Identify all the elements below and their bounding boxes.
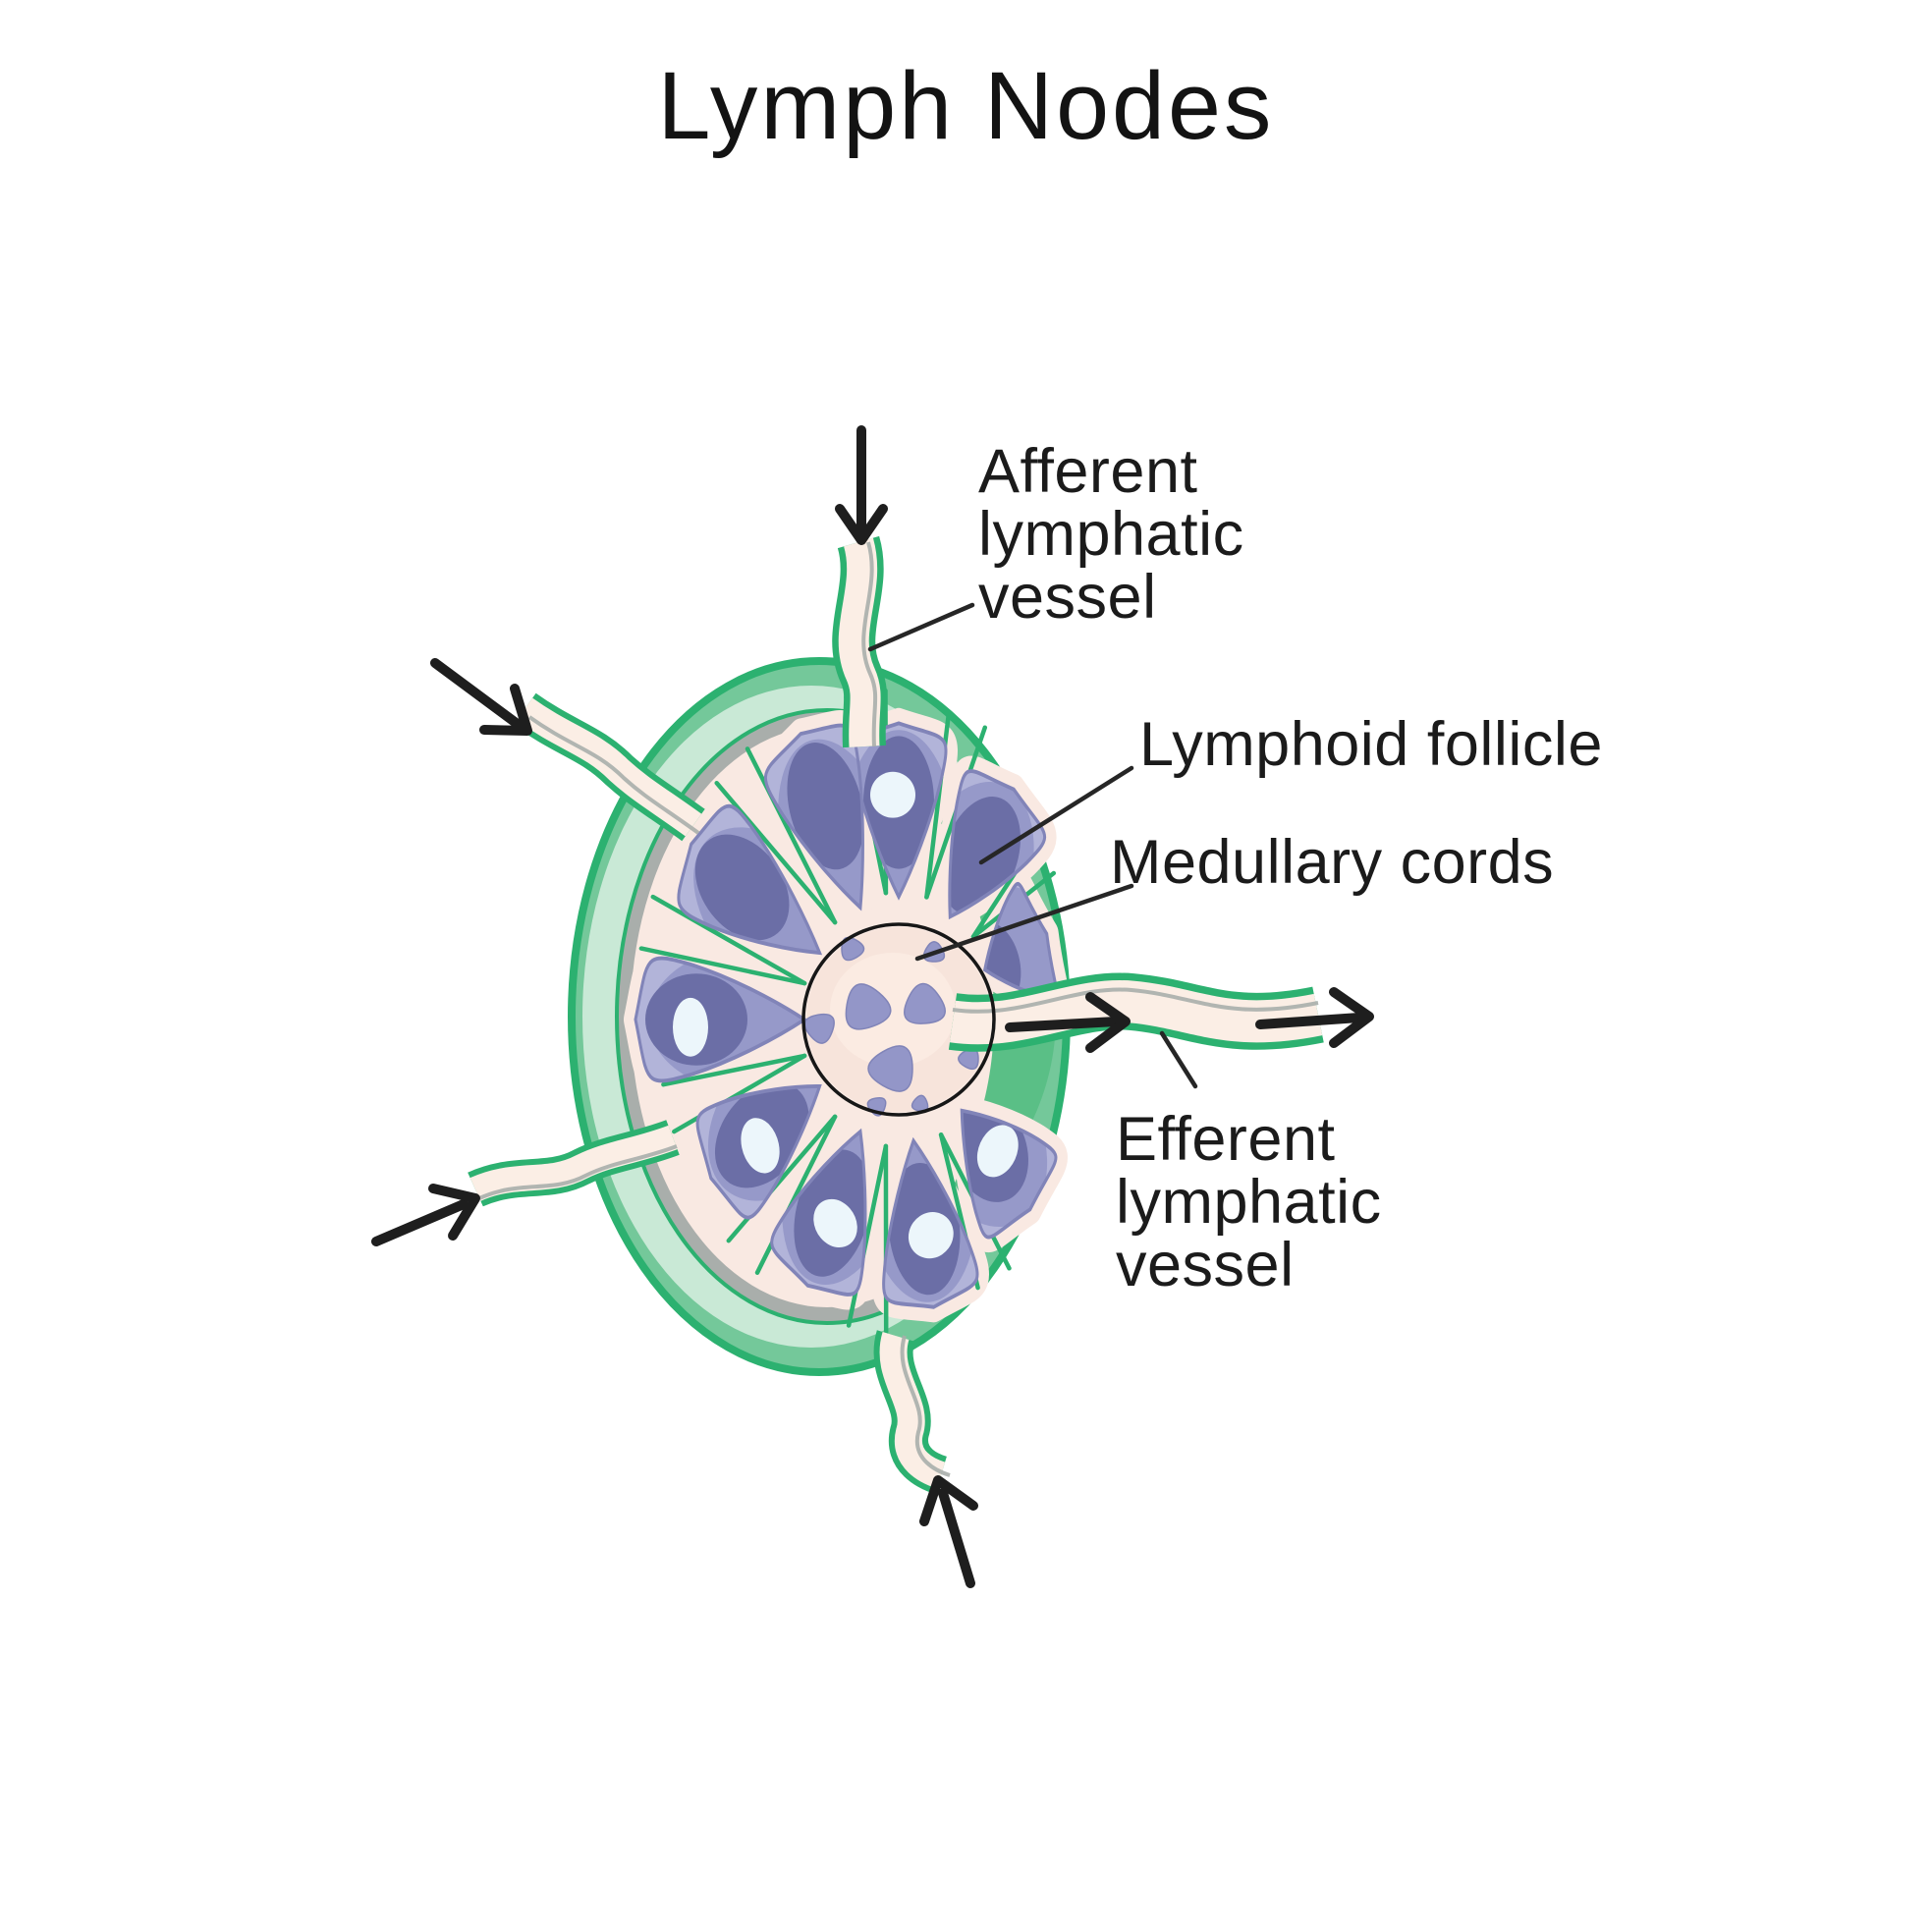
germinal-center	[787, 743, 864, 870]
flow-arrow-bottom	[919, 1475, 978, 1588]
follicle-outline	[850, 721, 948, 901]
germinal-center-highlight	[908, 1212, 954, 1259]
follicle-outline	[948, 769, 1046, 920]
flow-arrow-top	[835, 425, 888, 545]
afferent-vessel-upper-left	[513, 692, 705, 842]
flow-arrow-efferent-inner	[1005, 992, 1131, 1053]
pointer-efferent	[1159, 1030, 1198, 1089]
flow-arrow-efferent-outer-head	[1329, 987, 1374, 1048]
medulla-region	[803, 927, 991, 1117]
germinal-center-highlight	[813, 1198, 857, 1248]
trabecula-line	[672, 1053, 807, 1134]
afferent-vessel-top-lumen	[838, 537, 881, 747]
trabecula-line	[661, 1053, 807, 1087]
flow-arrow-efferent-outer	[1255, 987, 1374, 1048]
flow-arrow-bottom-shaft	[938, 1488, 975, 1588]
medulla-circle-outline	[801, 922, 996, 1117]
follicle-outline	[882, 1136, 979, 1309]
trabecula-line	[846, 1143, 889, 1328]
efferent-vessel-lumen	[949, 980, 1323, 1045]
germinal-center-highlight	[741, 1118, 780, 1174]
trabecula-line	[714, 780, 838, 925]
afferent-vessel-upper-left-sinus-line	[527, 715, 700, 835]
label-efferent-lymphatic-vessel: Efferent lymphatic vessel	[1116, 1108, 1382, 1297]
follicle-outline	[634, 956, 808, 1083]
label-line: Medullary cords	[1110, 828, 1555, 897]
label-line: Lymphoid follicle	[1139, 710, 1603, 779]
flow-arrow-efferent-outer-shaft	[1255, 1013, 1364, 1029]
afferent-vessel-lower-left	[468, 1120, 680, 1207]
lymphatic-vessels	[468, 535, 1324, 1495]
label-afferent-lymphatic-vessel: Afferent lymphatic vessel	[978, 440, 1244, 629]
follicle-outline	[764, 723, 864, 911]
follicle-outline	[770, 1128, 867, 1297]
label-pointers	[867, 602, 1198, 1089]
diagram-title: Lymph Nodes	[657, 52, 1275, 159]
follicle-outline	[695, 1084, 822, 1220]
afferent-vessel-lower-left-sinus-line	[478, 1144, 678, 1200]
flow-arrow-upper-left-head	[479, 684, 532, 736]
label-lymphoid-follicle: Lymphoid follicle	[1139, 713, 1603, 776]
flow-arrow-efferent-inner-shaft	[1005, 1017, 1121, 1032]
afferent-vessel-bottom-lumen	[879, 1331, 946, 1489]
trabecula-line	[726, 1114, 838, 1243]
afferent-vessel-top	[832, 535, 888, 748]
flow-arrow-upper-left-shaft	[430, 658, 524, 730]
efferent-vessel	[948, 972, 1324, 1052]
flow-arrow-lower-left-head	[428, 1184, 480, 1241]
flow-arrow-bottom-head	[919, 1475, 978, 1526]
pointer-afferent	[867, 602, 975, 652]
germinal-center-highlight	[976, 1125, 1019, 1178]
label-line: Efferent	[1116, 1105, 1336, 1174]
flow-arrow-upper-left	[430, 658, 532, 736]
medullary-cord	[841, 936, 865, 962]
flow-arrow-lower-left	[371, 1184, 480, 1246]
medullary-cord	[904, 982, 946, 1024]
label-line: vessel	[1116, 1231, 1295, 1299]
medullary-cord	[867, 1045, 913, 1092]
follicle-outline	[677, 803, 823, 956]
medulla-highlight	[830, 953, 956, 1067]
efferent-vessel-sinus-line	[952, 987, 1319, 1014]
germinal-center	[694, 834, 790, 941]
afferent-vessel-bottom-sinus-line	[900, 1335, 951, 1477]
afferent-vessel-upper-left-lumen	[516, 697, 702, 837]
follicle-outline	[960, 1108, 1058, 1240]
flow-arrow-efferent-inner-head	[1085, 992, 1131, 1053]
label-line: lymphatic	[1116, 1168, 1382, 1237]
trabecula-line	[650, 894, 807, 986]
afferent-vessel-top-sinus-line	[861, 541, 878, 747]
flow-arrow-top-head	[835, 504, 888, 545]
trabecula-line	[745, 746, 838, 925]
trabecula-line	[754, 1114, 838, 1275]
trabecula-line	[638, 946, 807, 986]
label-line: vessel	[978, 563, 1157, 632]
afferent-vessel-lower-left-lumen	[469, 1125, 678, 1202]
flow-arrow-lower-left-shaft	[371, 1199, 469, 1246]
label-line: Afferent	[978, 437, 1198, 506]
flow-arrows	[371, 425, 1374, 1588]
germinal-center-highlight	[673, 997, 708, 1057]
pointer-lymphoid	[978, 765, 1134, 865]
germinal-center-highlight	[870, 771, 915, 818]
afferent-vessel-bottom	[873, 1330, 951, 1495]
label-line: lymphatic	[978, 500, 1244, 569]
medullary-cord	[845, 983, 892, 1030]
pointer-medullary	[914, 883, 1134, 962]
label-medullary-cords: Medullary cords	[1110, 831, 1554, 894]
